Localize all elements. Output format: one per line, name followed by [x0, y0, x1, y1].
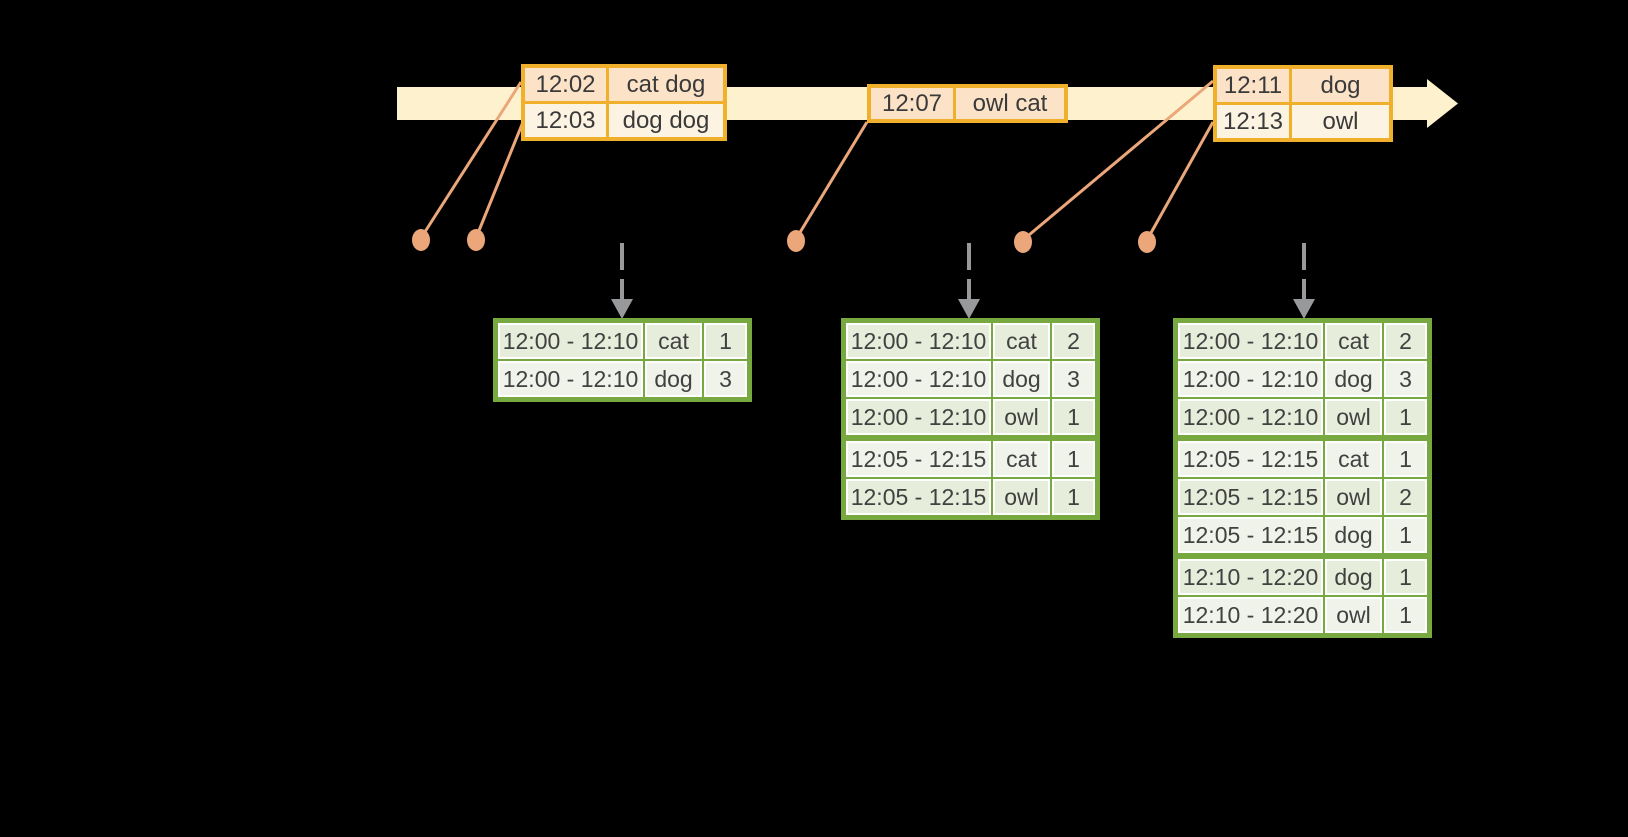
event-words-cell: dog dog: [609, 104, 723, 137]
connector-line: [794, 121, 869, 240]
result-row: 12:05 - 12:15 cat 1: [846, 441, 1095, 477]
word-cell: dog: [993, 361, 1050, 397]
event-table-1207: 12:07 owl cat: [867, 84, 1068, 123]
result-row: 12:10 - 12:20 owl 1: [1178, 597, 1427, 633]
window-cell: 12:05 - 12:15: [1178, 441, 1323, 477]
count-cell: 1: [1052, 399, 1095, 435]
window-cell: 12:10 - 12:20: [1178, 597, 1323, 633]
window-cell: 12:05 - 12:15: [846, 441, 991, 477]
connector-line: [419, 81, 523, 239]
result-row: 12:00 - 12:10 cat 1: [498, 323, 747, 359]
result-row: 12:05 - 12:15 dog 1: [1178, 517, 1427, 553]
event-words-cell: owl: [1292, 105, 1389, 138]
event-words-cell: owl cat: [956, 88, 1064, 119]
window-cell: 12:00 - 12:10: [498, 323, 643, 359]
result-row: 12:05 - 12:15 owl 1: [846, 479, 1095, 515]
word-cell: owl: [993, 479, 1050, 515]
event-time-cell: 12:02: [525, 68, 609, 101]
count-cell: 1: [1384, 399, 1427, 435]
trigger-arrowhead-icon: [958, 299, 980, 319]
window-cell: 12:00 - 12:10: [1178, 399, 1323, 435]
window-cell: 12:00 - 12:10: [1178, 361, 1323, 397]
event-dot: [467, 229, 485, 251]
window-cell: 12:10 - 12:20: [1178, 559, 1323, 595]
count-cell: 1: [1384, 517, 1427, 553]
result-table-2: 12:00 - 12:10 cat 2 12:00 - 12:10 dog 3 …: [841, 318, 1100, 520]
event-row: 12:02 cat dog: [525, 68, 723, 101]
window-cell: 12:05 - 12:15: [1178, 479, 1323, 515]
window-cell: 12:05 - 12:15: [846, 479, 991, 515]
window-cell: 12:00 - 12:10: [846, 323, 991, 359]
event-row: 12:13 owl: [1217, 102, 1389, 138]
word-cell: owl: [1325, 479, 1382, 515]
word-cell: dog: [1325, 517, 1382, 553]
result-row: 12:00 - 12:10 owl 1: [1178, 399, 1427, 435]
word-cell: dog: [1325, 559, 1382, 595]
event-time-cell: 12:13: [1217, 105, 1292, 138]
event-table-1211: 12:11 dog 12:13 owl: [1213, 65, 1393, 142]
window-cell: 12:00 - 12:10: [846, 399, 991, 435]
result-row: 12:00 - 12:10 dog 3: [846, 361, 1095, 397]
event-time-cell: 12:07: [871, 88, 956, 119]
count-cell: 2: [1384, 323, 1427, 359]
word-cell: cat: [1325, 441, 1382, 477]
word-cell: owl: [1325, 597, 1382, 633]
count-cell: 1: [1052, 479, 1095, 515]
word-cell: cat: [645, 323, 702, 359]
result-row: 12:05 - 12:15 cat 1: [1178, 441, 1427, 477]
count-cell: 3: [1384, 361, 1427, 397]
event-words-cell: dog: [1292, 69, 1389, 102]
word-cell: dog: [645, 361, 702, 397]
result-row: 12:10 - 12:20 dog 1: [1178, 559, 1427, 595]
result-row: 12:00 - 12:10 owl 1: [846, 399, 1095, 435]
count-cell: 1: [1052, 441, 1095, 477]
result-row: 12:00 - 12:10 cat 2: [1178, 323, 1427, 359]
word-cell: owl: [993, 399, 1050, 435]
result-table-1: 12:00 - 12:10 cat 1 12:00 - 12:10 dog 3: [493, 318, 752, 402]
connector-line: [474, 121, 525, 239]
event-time-cell: 12:11: [1217, 69, 1292, 102]
window-cell: 12:00 - 12:10: [1178, 323, 1323, 359]
count-cell: 3: [1052, 361, 1095, 397]
count-cell: 1: [1384, 597, 1427, 633]
event-row: 12:03 dog dog: [525, 101, 723, 137]
event-row: 12:07 owl cat: [871, 88, 1064, 119]
word-cell: dog: [1325, 361, 1382, 397]
event-dot: [1138, 231, 1156, 253]
event-dot: [412, 229, 430, 251]
result-row: 12:05 - 12:15 owl 2: [1178, 479, 1427, 515]
word-cell: cat: [1325, 323, 1382, 359]
connector-line: [1022, 79, 1214, 242]
event-dot: [1014, 231, 1032, 253]
event-time-cell: 12:03: [525, 104, 609, 137]
count-cell: 1: [1384, 441, 1427, 477]
count-cell: 2: [1384, 479, 1427, 515]
window-cell: 12:00 - 12:10: [846, 361, 991, 397]
trigger-arrowhead-icon: [611, 299, 633, 319]
event-table-1202: 12:02 cat dog 12:03 dog dog: [521, 64, 727, 141]
result-row: 12:00 - 12:10 dog 3: [498, 361, 747, 397]
timeline-arrowhead-icon: [1427, 79, 1458, 128]
word-cell: cat: [993, 323, 1050, 359]
count-cell: 1: [704, 323, 747, 359]
result-row: 12:00 - 12:10 cat 2: [846, 323, 1095, 359]
word-cell: owl: [1325, 399, 1382, 435]
word-cell: cat: [993, 441, 1050, 477]
result-row: 12:00 - 12:10 dog 3: [1178, 361, 1427, 397]
trigger-arrowhead-icon: [1293, 299, 1315, 319]
count-cell: 3: [704, 361, 747, 397]
window-cell: 12:05 - 12:15: [1178, 517, 1323, 553]
event-row: 12:11 dog: [1217, 69, 1389, 102]
event-dot: [787, 230, 805, 252]
count-cell: 2: [1052, 323, 1095, 359]
count-cell: 1: [1384, 559, 1427, 595]
connector-line: [1145, 121, 1215, 241]
window-cell: 12:00 - 12:10: [498, 361, 643, 397]
result-table-3: 12:00 - 12:10 cat 2 12:00 - 12:10 dog 3 …: [1173, 318, 1432, 638]
event-words-cell: cat dog: [609, 68, 723, 101]
